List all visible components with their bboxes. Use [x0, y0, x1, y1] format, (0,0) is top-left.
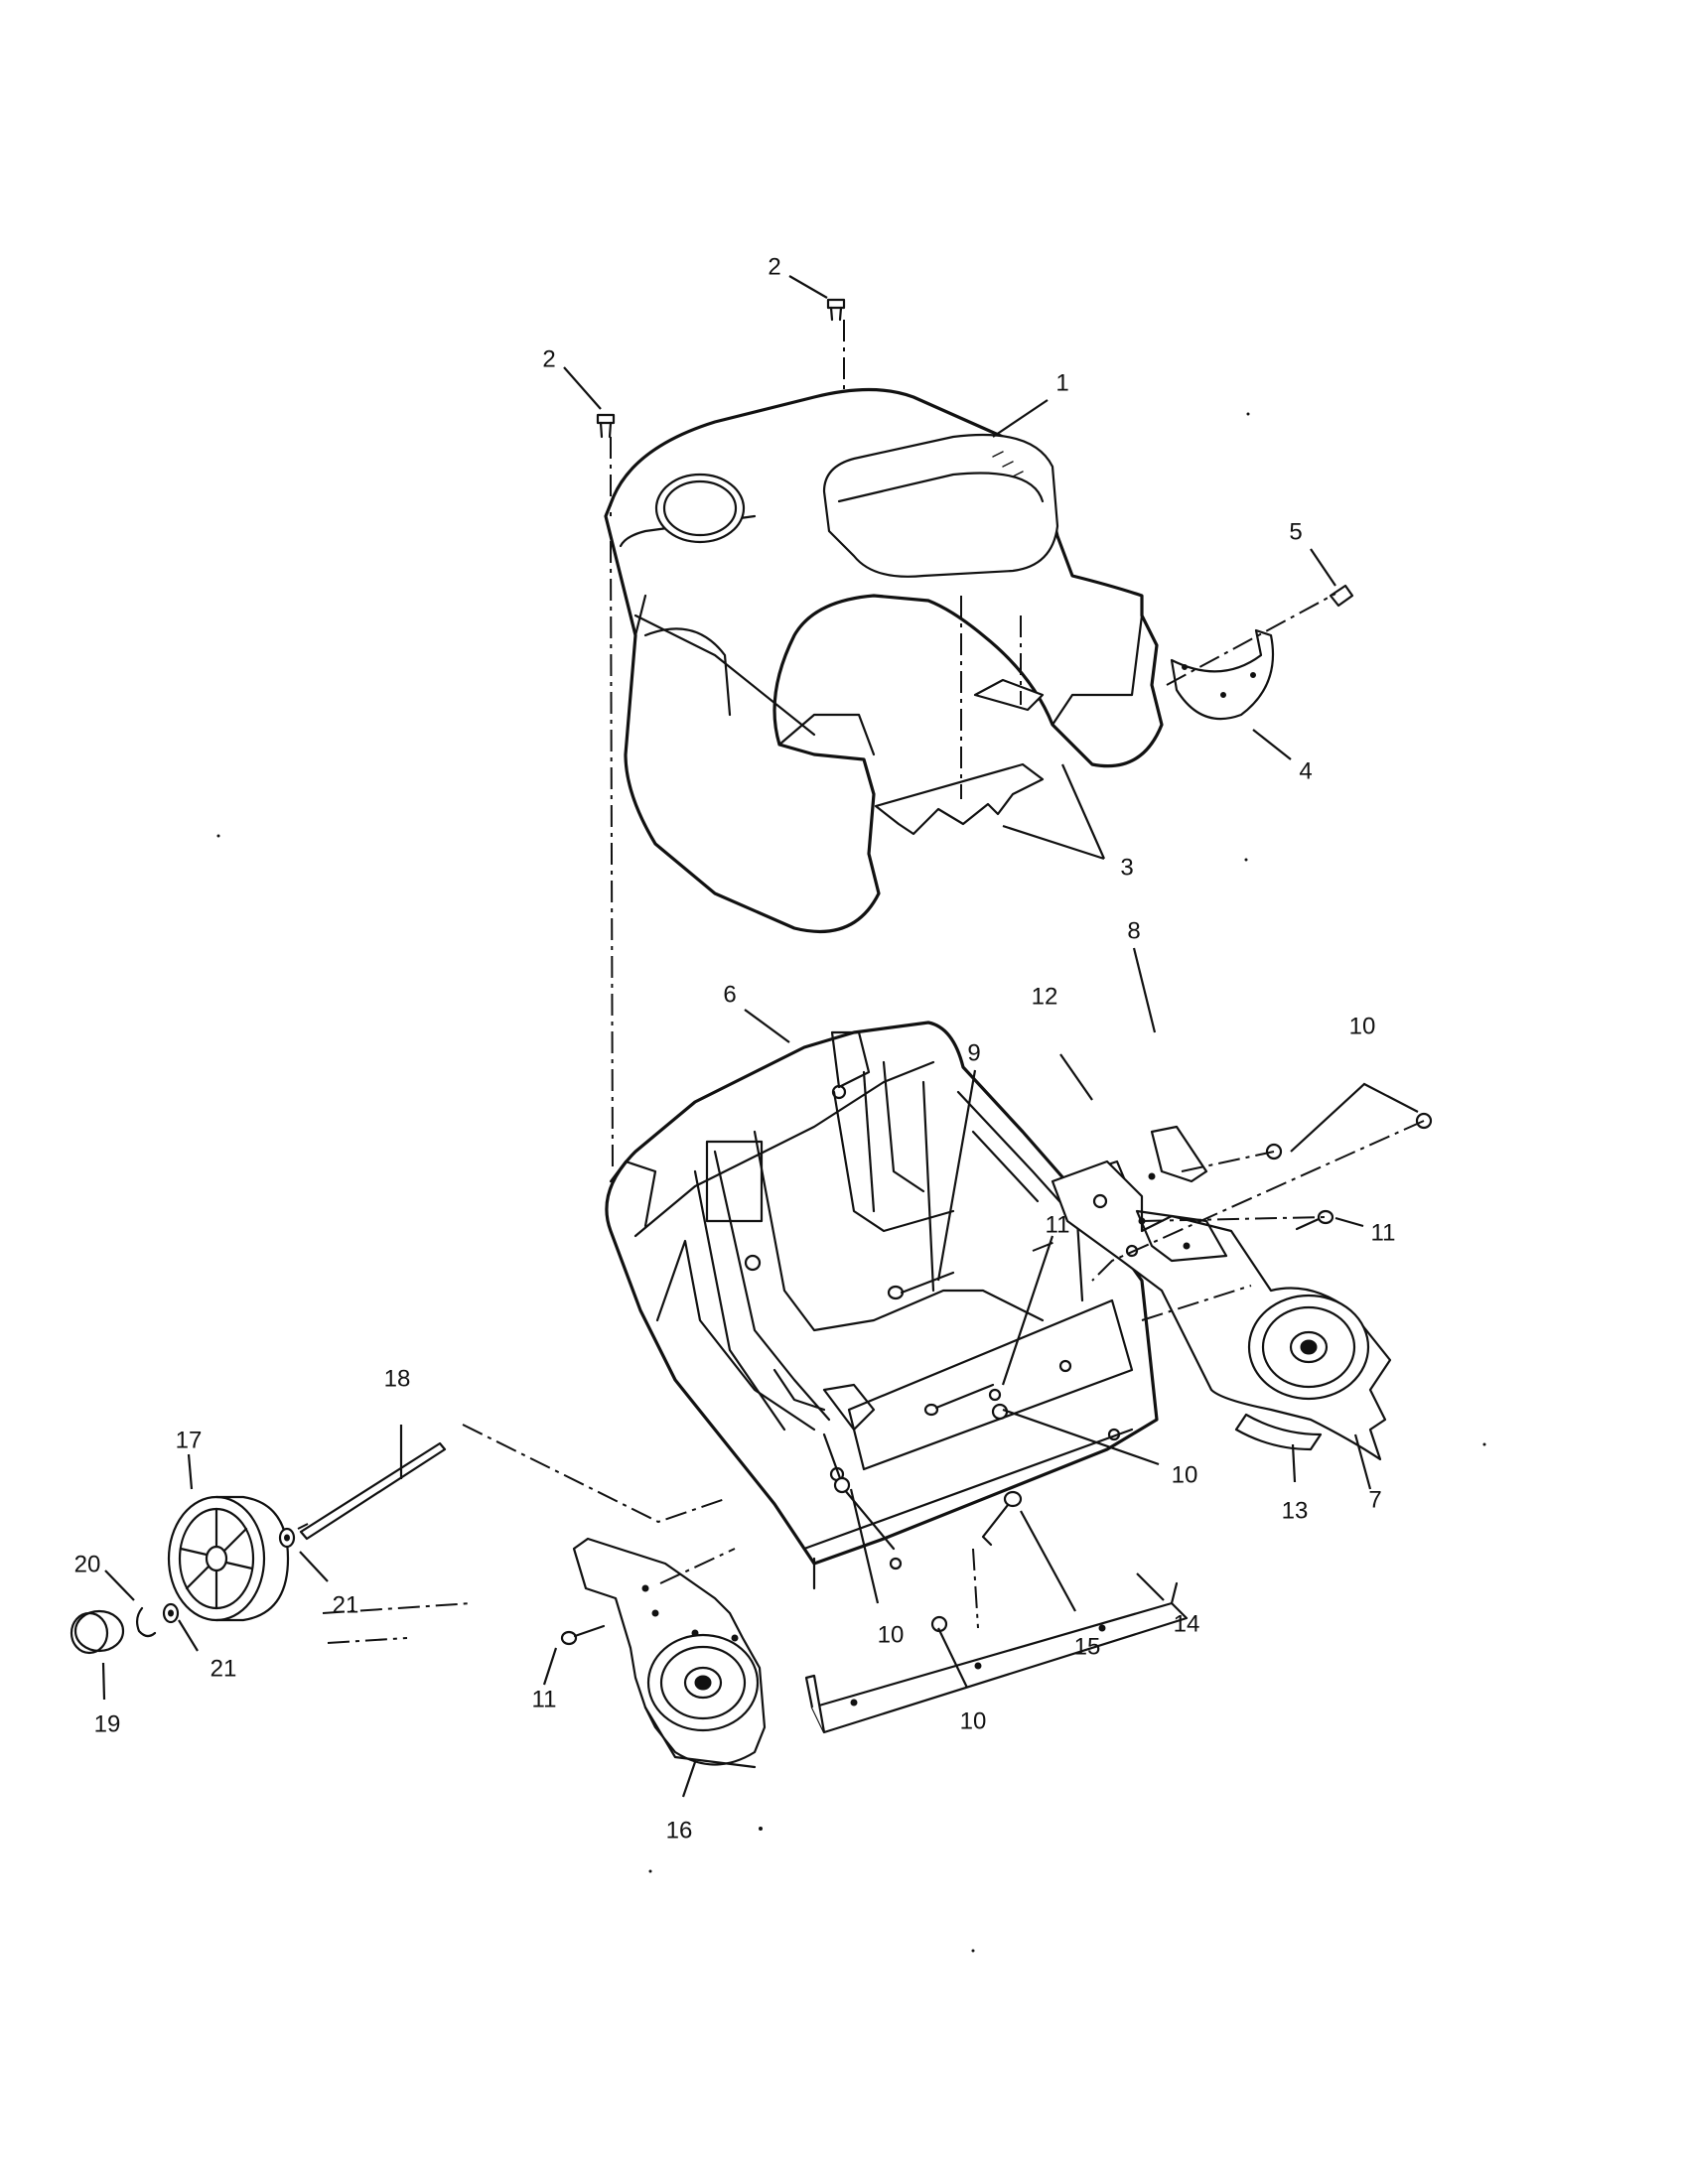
skid-13-part: [1234, 1413, 1323, 1451]
bolt-2b-part: [596, 413, 616, 439]
callout-14: 14: [1174, 1610, 1200, 1637]
callout-6: 6: [723, 981, 736, 1008]
callout-5: 5: [1289, 518, 1302, 545]
callout-10c: 10: [878, 1621, 905, 1648]
callout-1: 1: [1055, 369, 1068, 396]
retaining-ring-part: [135, 1606, 157, 1638]
callout-10a: 10: [1349, 1013, 1376, 1039]
scan-specks: [216, 412, 1486, 1953]
bolt-11c-part: [560, 1624, 606, 1646]
washer-21a-part: [162, 1602, 180, 1624]
bolt-9-part: [887, 1271, 955, 1300]
callout-13: 13: [1282, 1497, 1309, 1524]
callout-12: 12: [1032, 983, 1058, 1010]
washer-21b-part: [278, 1527, 296, 1549]
bolt-5-part: [1329, 584, 1354, 608]
callout-10b: 10: [1172, 1461, 1198, 1488]
callout-4: 4: [1299, 757, 1312, 784]
callout-18: 18: [384, 1365, 411, 1392]
bracket-8-part: [1150, 1125, 1208, 1183]
callout-11b: 11: [1371, 1219, 1396, 1246]
callout-labels: 1 2 2 3 4 5 6 7 8 9 10 10 10 10 11 11 11…: [74, 253, 1396, 1843]
callout-20: 20: [74, 1551, 101, 1577]
callout-17: 17: [176, 1427, 203, 1453]
callout-8: 8: [1127, 917, 1140, 944]
nut-10d-part: [833, 1476, 851, 1494]
hub-cap-part: [70, 1609, 125, 1655]
bolt-2a-part: [826, 298, 846, 322]
left-side-plate-part: [572, 1537, 767, 1769]
nut-10c-part: [991, 1403, 1009, 1421]
main-frame-part: [605, 1021, 1159, 1590]
callout-21b: 21: [210, 1655, 237, 1682]
callout-19: 19: [94, 1710, 121, 1737]
callout-16: 16: [666, 1817, 693, 1843]
callout-3: 3: [1120, 854, 1133, 881]
callout-9: 9: [967, 1039, 980, 1066]
wheel-part: [167, 1495, 290, 1622]
axle-part: [299, 1441, 447, 1541]
right-side-plate-part: [1051, 1160, 1392, 1461]
bolt-11b-part: [1295, 1209, 1334, 1231]
callout-21a: 21: [333, 1591, 359, 1618]
upper-housing-part: [604, 387, 1164, 933]
deflector-plate-part: [1170, 628, 1275, 721]
bolt-11a-part: [923, 1383, 995, 1417]
alignment-lines: [297, 320, 1425, 1644]
scraper-bar-part: [804, 1581, 1189, 1734]
callout-7: 7: [1368, 1486, 1381, 1513]
carriage-bolt-15-part: [981, 1490, 1023, 1547]
callout-11c: 11: [532, 1686, 557, 1712]
callout-2a: 2: [768, 253, 780, 280]
callout-15: 15: [1074, 1633, 1101, 1660]
leader-lines: [101, 275, 1419, 1798]
callout-2b: 2: [542, 345, 555, 372]
callout-11a: 11: [1046, 1211, 1070, 1238]
callout-10d: 10: [960, 1707, 987, 1734]
